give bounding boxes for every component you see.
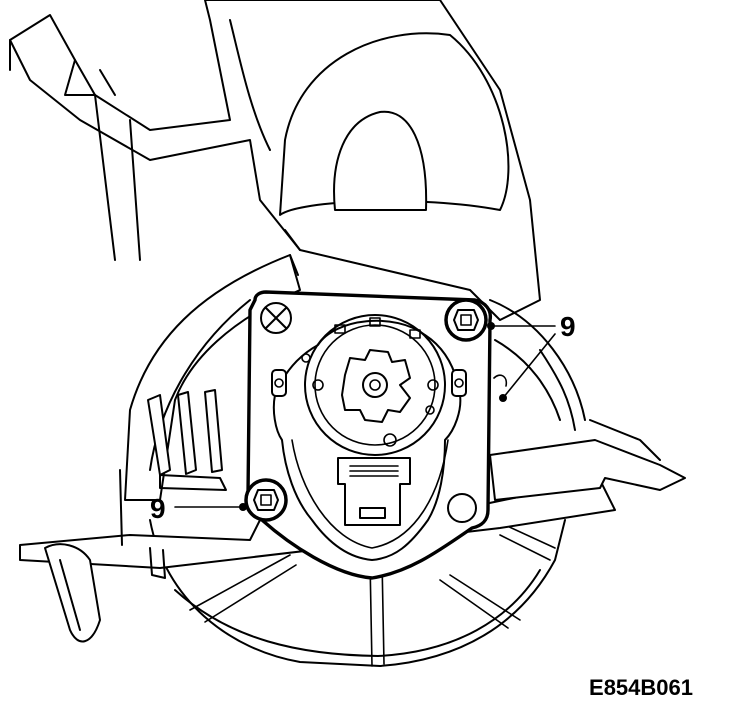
figure-reference: E854B061 bbox=[589, 675, 693, 700]
leader-lines bbox=[174, 322, 556, 511]
cross-head-screw bbox=[260, 302, 292, 334]
motor-gear-hub bbox=[301, 314, 446, 456]
electrical-connector bbox=[337, 457, 411, 526]
callout-9-lower: 9 bbox=[150, 493, 166, 524]
mounting-lugs bbox=[271, 369, 477, 523]
callout-9-upper: 9 bbox=[560, 311, 576, 342]
screw-9-upper bbox=[444, 298, 488, 342]
screw-9-lower bbox=[244, 478, 288, 522]
screw-9-hidden bbox=[493, 374, 508, 402]
scroll-housing bbox=[124, 254, 586, 501]
duct-housing bbox=[9, 0, 541, 321]
